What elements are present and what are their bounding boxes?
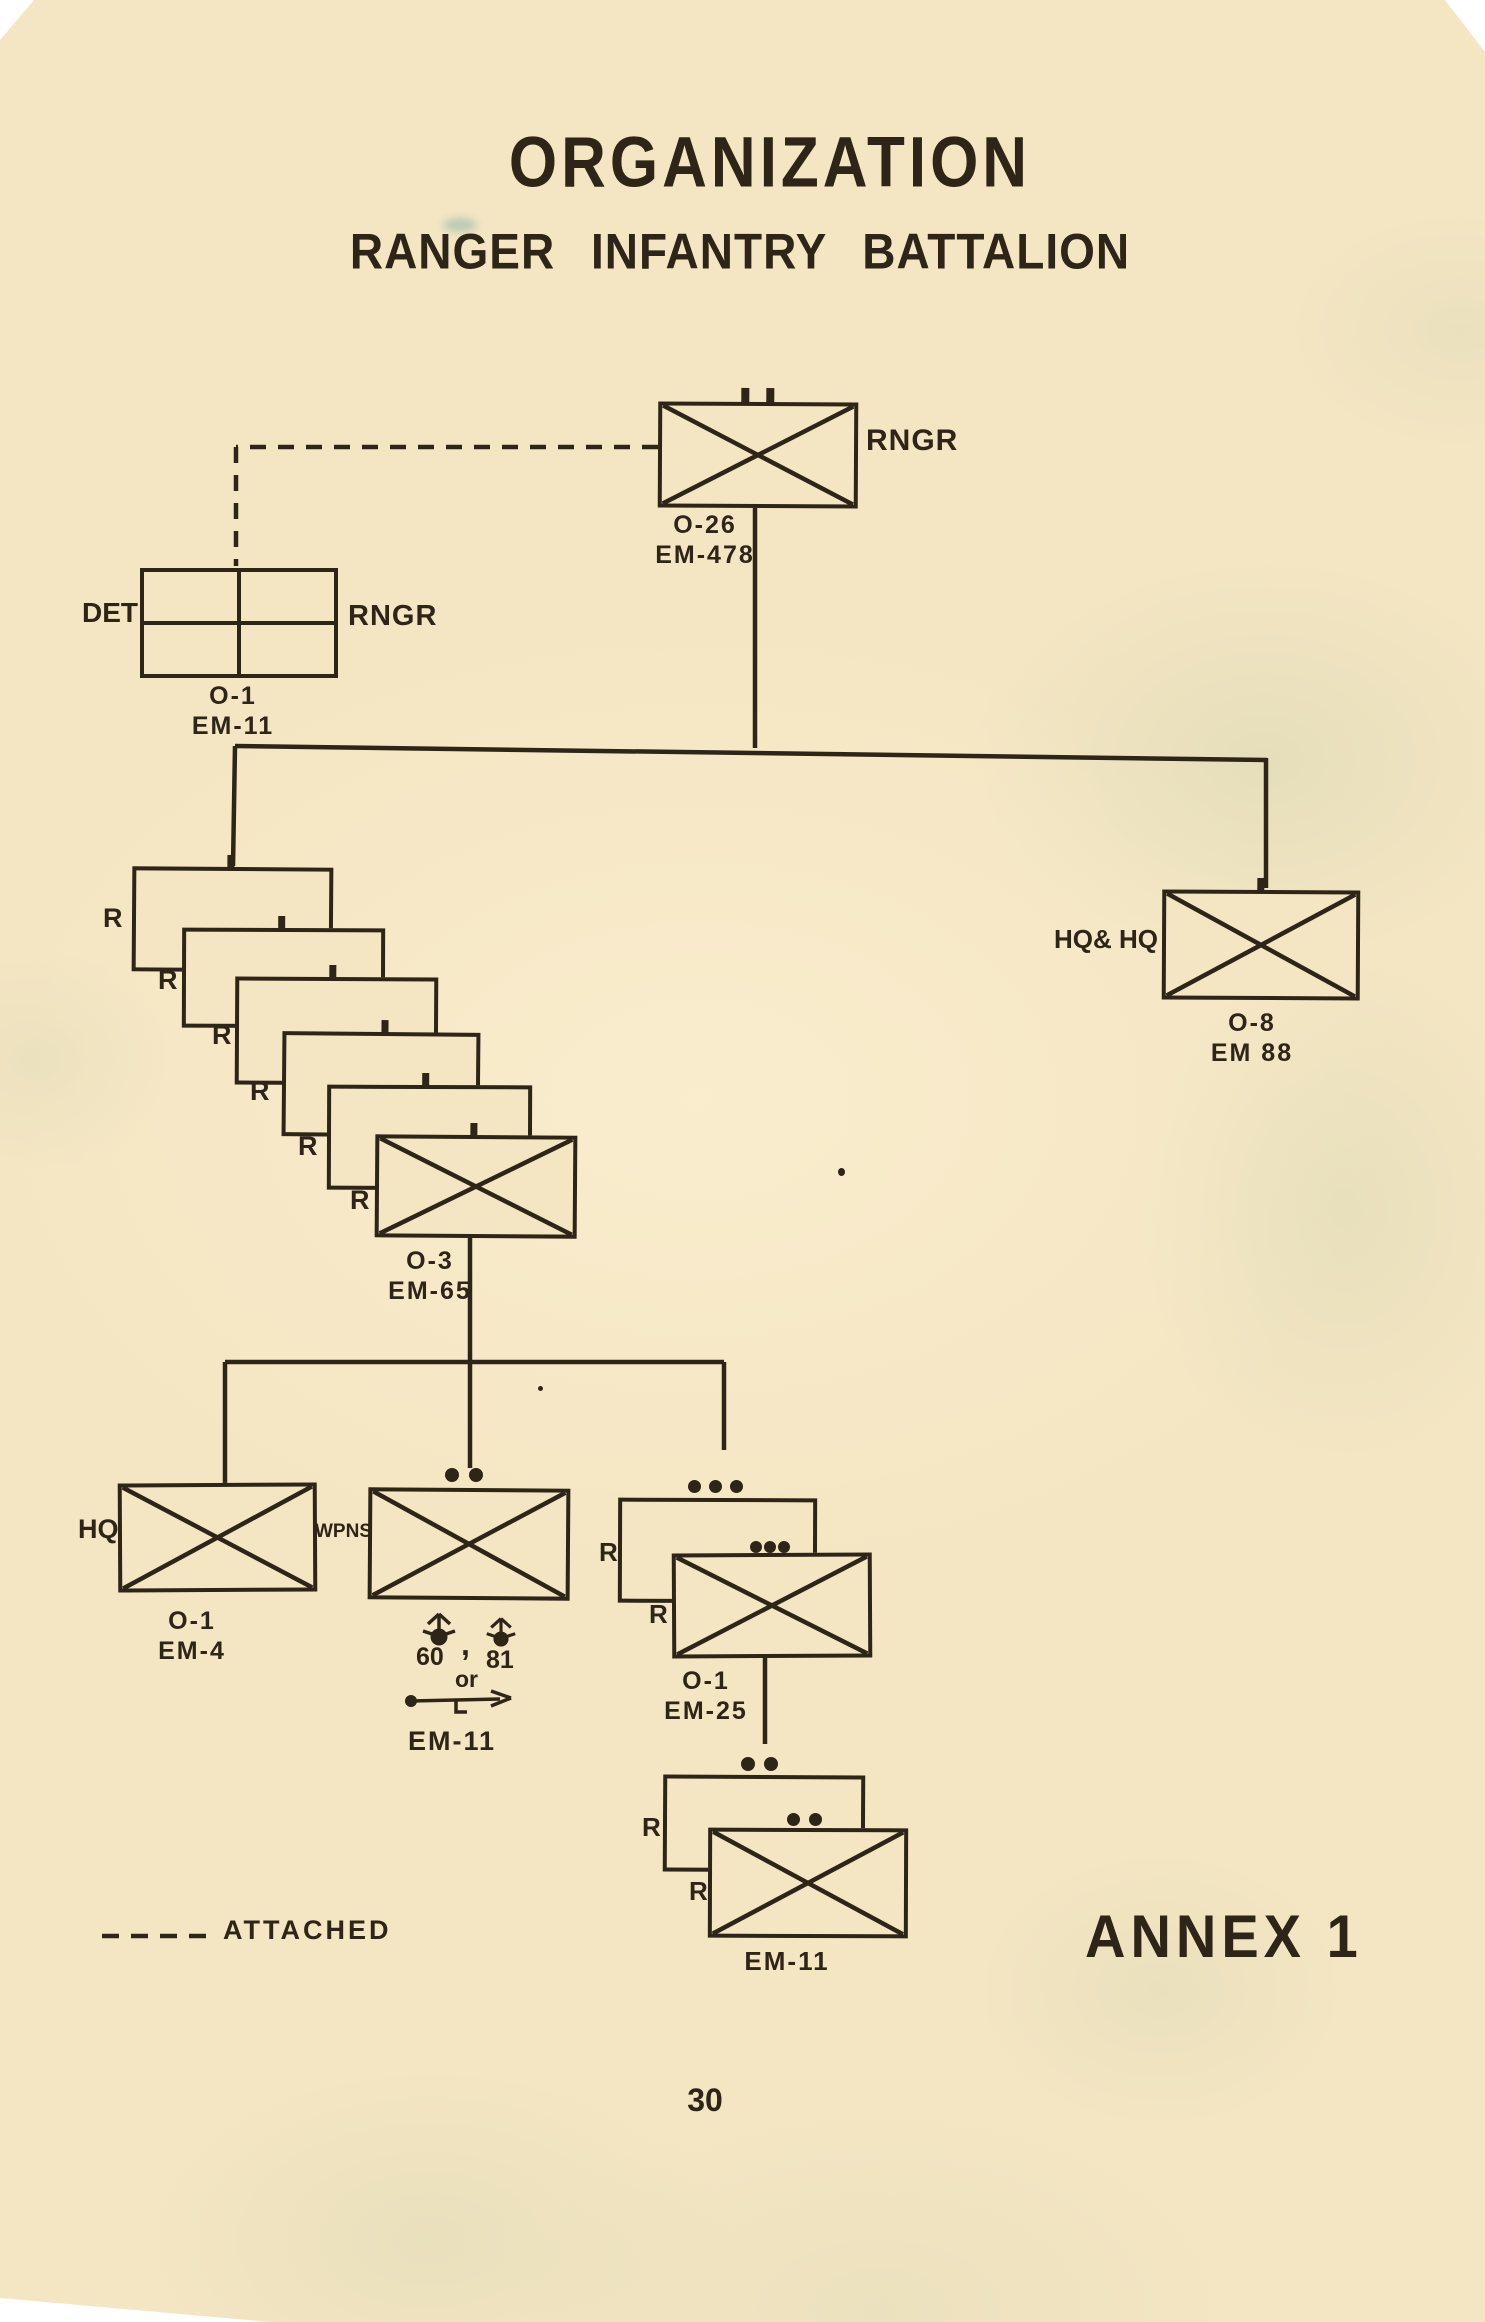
squad-dot-icon bbox=[764, 1757, 778, 1771]
company-echelon-tick-icon bbox=[421, 1072, 429, 1088]
weapons-platoon-label: WPNS bbox=[315, 1521, 372, 1542]
hq-company-officers: O-8 bbox=[1228, 1009, 1276, 1037]
rifle-platoon-letter: R bbox=[649, 1599, 668, 1629]
battalion-name-label: RNGR bbox=[866, 424, 959, 457]
infantry-x-icon bbox=[378, 1137, 575, 1235]
company-hq-label: HQ bbox=[78, 1514, 119, 1544]
mortar-60-icon bbox=[422, 1612, 456, 1646]
rifle-company-letter: R bbox=[250, 1076, 270, 1106]
page-number: 30 bbox=[687, 2082, 723, 2118]
rifle-platoon-officers: O-1 bbox=[682, 1667, 730, 1695]
rifle-company-letter: R bbox=[212, 1020, 232, 1050]
machine-gun-icon bbox=[405, 1689, 512, 1714]
hq-company-box bbox=[1161, 877, 1361, 1001]
weapons-platoon-box bbox=[367, 1487, 571, 1601]
ink-smudge bbox=[443, 218, 477, 232]
hq-company-enlisted: EM 88 bbox=[1210, 1039, 1294, 1067]
rifle-company-letter: R bbox=[298, 1131, 318, 1161]
mortar-81-icon bbox=[486, 1617, 516, 1647]
hq-company-strength-caption: O-8 EM 88 bbox=[1182, 1008, 1322, 1068]
rifle-squad-letter: R bbox=[642, 1812, 661, 1842]
company-echelon-tick-icon bbox=[381, 1020, 389, 1036]
infantry-x-icon bbox=[711, 1831, 905, 1936]
rifle-squad-box-front bbox=[707, 1827, 909, 1939]
platoon-dot-icon bbox=[469, 1468, 483, 1482]
battalion-echelon-tick-icon bbox=[740, 387, 750, 404]
infantry-x-icon bbox=[675, 1555, 870, 1655]
rifle-company-letter: R bbox=[350, 1185, 370, 1215]
detachment-officers: O-1 bbox=[209, 682, 257, 710]
rifle-company-box-front bbox=[374, 1122, 578, 1239]
company-echelon-tick-icon bbox=[470, 1122, 478, 1139]
company-hq-officers: O-1 bbox=[168, 1607, 216, 1635]
battalion-strength-caption: O-26 EM-478 bbox=[635, 510, 775, 570]
mortar-81-label: 81 bbox=[486, 1646, 514, 1674]
battalion-echelon-tick-icon bbox=[765, 388, 775, 405]
rifle-company-officers: O-3 bbox=[406, 1247, 454, 1275]
rifle-company-letter: R bbox=[158, 965, 178, 995]
mortar-comma: , bbox=[461, 1626, 470, 1662]
company-hq-strength-caption: O-1 EM-4 bbox=[122, 1606, 262, 1666]
infantry-x-icon bbox=[661, 404, 856, 505]
platoon-dot-icon bbox=[709, 1480, 722, 1493]
or-label: or bbox=[455, 1666, 478, 1692]
page-title: ORGANIZATION bbox=[508, 123, 1032, 203]
page-subtitle: RANGER INFANTRY BATTALION bbox=[349, 223, 1131, 280]
battalion-box bbox=[657, 387, 859, 509]
rifle-company-enlisted: EM-65 bbox=[388, 1277, 472, 1305]
rifle-platoon-box-front bbox=[671, 1552, 873, 1659]
detachment-cross-icon bbox=[143, 571, 335, 675]
detachment-strength-caption: O-1 EM-11 bbox=[163, 681, 303, 741]
detachment-right-label: RNGR bbox=[348, 600, 438, 632]
squad-dot-icon bbox=[787, 1813, 800, 1826]
weapons-platoon-enlisted: EM-11 bbox=[408, 1726, 497, 1756]
distribution-bar bbox=[234, 743, 1268, 763]
paper-speck bbox=[838, 1168, 845, 1176]
company-echelon-tick-icon bbox=[277, 915, 285, 932]
platoon-dot-icon bbox=[778, 1541, 790, 1553]
company-echelon-tick-icon bbox=[328, 964, 337, 980]
rifle-platoon-letter: R bbox=[599, 1537, 618, 1567]
rifle-squad-letter: R bbox=[689, 1876, 708, 1906]
annex-label: ANNEX 1 bbox=[1085, 1902, 1363, 1971]
platoon-dot-icon bbox=[764, 1541, 776, 1553]
infantry-x-icon bbox=[371, 1490, 568, 1597]
mortar-60-label: 60 bbox=[416, 1643, 444, 1671]
infantry-x-icon bbox=[1165, 892, 1358, 997]
paper-speck bbox=[538, 1386, 543, 1391]
rifle-company-strength-caption: O-3 EM-65 bbox=[360, 1246, 500, 1306]
platoon-dot-icon bbox=[750, 1541, 762, 1553]
hq-company-label: HQ& HQ bbox=[1054, 924, 1158, 954]
platoon-dot-icon bbox=[688, 1480, 701, 1493]
rifle-platoon-enlisted: EM-25 bbox=[664, 1697, 748, 1725]
detachment-enlisted: EM-11 bbox=[191, 712, 275, 740]
rifle-company-letter: R bbox=[103, 903, 123, 933]
detachment-box bbox=[140, 568, 338, 678]
battalion-officers: O-26 bbox=[673, 511, 737, 539]
drop-to-rifle-companies bbox=[230, 745, 238, 867]
infantry-x-icon bbox=[121, 1485, 315, 1589]
rifle-squad-strength-caption: EM-11 bbox=[717, 1946, 857, 1977]
squad-dot-icon bbox=[809, 1813, 822, 1826]
company-echelon-tick-icon bbox=[1257, 877, 1265, 894]
company-hq-box bbox=[117, 1482, 318, 1593]
platoon-dot-icon bbox=[730, 1480, 743, 1493]
rifle-platoon-strength-caption: O-1 EM-25 bbox=[636, 1666, 776, 1726]
legend-attached-label: ATTACHED bbox=[223, 1915, 392, 1945]
squad-dot-icon bbox=[741, 1757, 755, 1771]
company-hq-enlisted: EM-4 bbox=[158, 1637, 226, 1665]
detachment-left-label: DET bbox=[82, 597, 138, 628]
battalion-enlisted: EM-478 bbox=[655, 541, 755, 569]
rifle-squad-enlisted: EM-11 bbox=[744, 1946, 830, 1976]
company-echelon-tick-icon bbox=[227, 854, 235, 871]
platoon-dot-icon bbox=[445, 1468, 459, 1482]
